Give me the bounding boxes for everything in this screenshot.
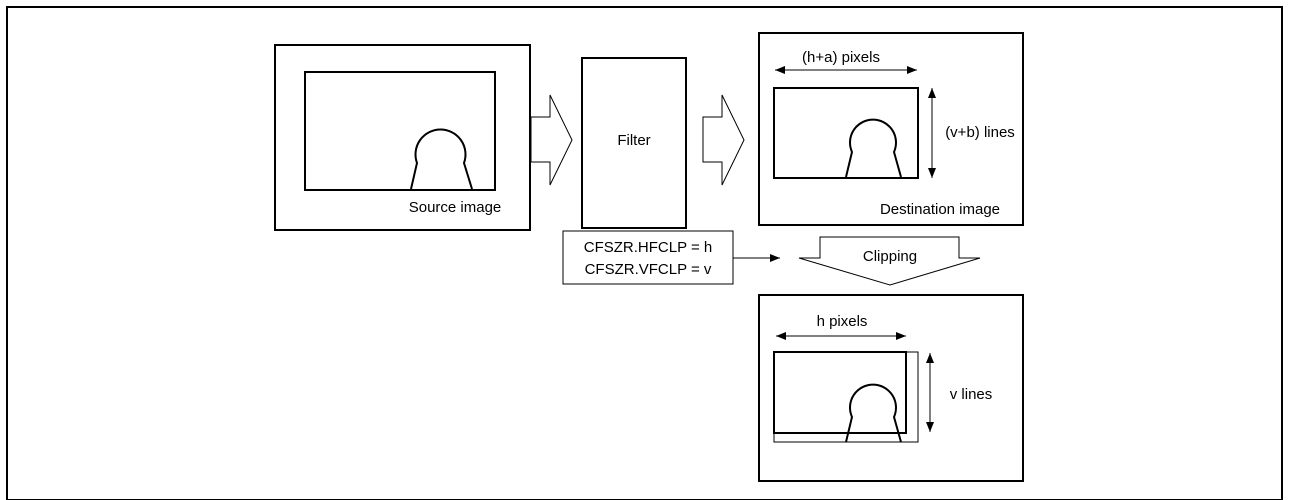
source-picture — [304, 71, 496, 191]
flow-arrow-2 — [702, 94, 745, 186]
flow-arrow-1 — [530, 94, 573, 186]
clipping-label: Clipping — [863, 248, 917, 265]
source-image-panel: Source image — [274, 44, 531, 231]
clipped-height-label: v lines — [950, 386, 993, 403]
clipped-person-icon — [845, 383, 902, 443]
clipped-image-panel: h pixels v lines — [758, 294, 1024, 482]
clipping-arrow: Clipping — [798, 236, 981, 286]
destination-caption: Destination image — [880, 201, 1000, 218]
register-vfclp: CFSZR.VFCLP = v — [585, 261, 712, 278]
source-caption: Source image — [409, 199, 502, 216]
filter-box: Filter — [581, 57, 687, 229]
outer-frame — [6, 6, 1283, 500]
destination-picture — [773, 87, 919, 179]
clipped-picture — [773, 351, 907, 434]
destination-person-icon — [845, 118, 902, 178]
destination-width-label: (h+a) pixels — [802, 49, 880, 66]
source-image-frame — [274, 44, 531, 231]
register-hfclp: CFSZR.HFCLP = h — [584, 239, 713, 256]
clipped-width-label: h pixels — [817, 313, 868, 330]
destination-image-panel: (h+a) pixels (v+b) lines Destination ima… — [758, 32, 1024, 226]
source-person-icon — [410, 128, 473, 190]
filter-label: Filter — [617, 132, 650, 149]
register-settings-box: CFSZR.HFCLP = h CFSZR.VFCLP = v — [562, 230, 734, 285]
destination-height-label: (v+b) lines — [945, 124, 1015, 141]
